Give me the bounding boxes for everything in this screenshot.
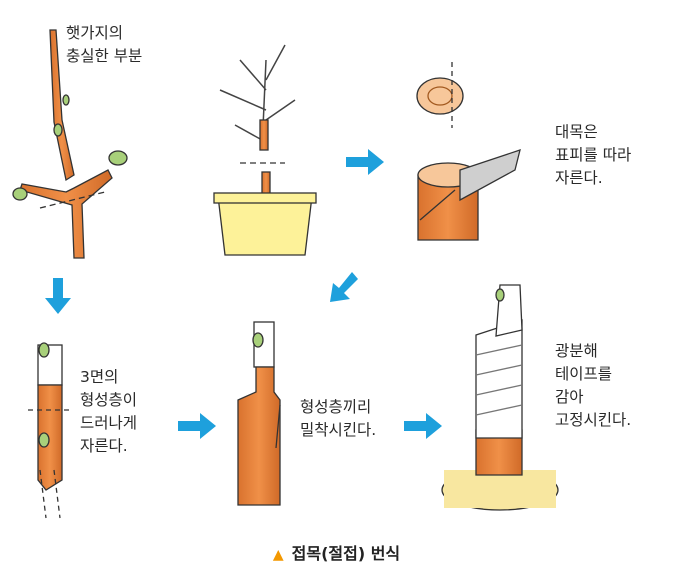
arrow-right-1 xyxy=(346,149,384,175)
taped-graft-illustration xyxy=(441,284,559,511)
figure-caption: ▲ 접목(절접) 번식 xyxy=(0,540,673,564)
arrow-right-2 xyxy=(178,413,216,439)
cut-scion-illustration xyxy=(28,342,70,519)
step2-label: 대목은 표피를 따라 자른다. xyxy=(555,123,632,187)
arrow-diagonal xyxy=(330,272,358,302)
caption-marker-icon: ▲ xyxy=(272,547,284,563)
step5-label: 광분해 테이프를 감아 고정시킨다. xyxy=(555,342,632,429)
rootstock-pot-illustration xyxy=(213,44,317,256)
step1-label: 햇가지의 충실한 부분 xyxy=(66,24,143,65)
arrow-right-3 xyxy=(404,413,442,439)
caption-text: 접목(절접) 번식 xyxy=(291,544,401,563)
arrow-down xyxy=(45,278,71,314)
step3-label: 3면의 형성층이 드러나게 자른다. xyxy=(80,368,138,455)
rootstock-cut-illustration xyxy=(416,62,521,241)
step4-label: 형성층끼리 밀착시킨다. xyxy=(300,398,377,439)
scion-branch-illustration xyxy=(12,29,128,259)
scion-inserted-illustration xyxy=(237,321,281,506)
